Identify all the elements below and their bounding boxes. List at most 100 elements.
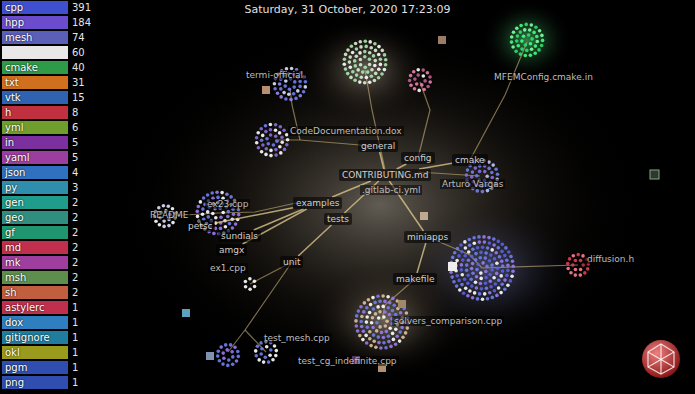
file-dot xyxy=(261,134,265,138)
file-dot xyxy=(384,346,388,350)
file-dot xyxy=(500,250,504,254)
file-dot xyxy=(385,330,389,334)
file-dot xyxy=(483,292,487,296)
file-dot xyxy=(225,348,229,352)
file-dot xyxy=(506,284,510,288)
directory-node: CONTRIBUTING.md xyxy=(339,169,431,181)
file-dot xyxy=(219,216,223,220)
legend-swatch: vtk xyxy=(2,91,68,104)
file-dot xyxy=(278,145,282,149)
directory-name: amgx xyxy=(219,245,244,255)
directory-node: miniapps xyxy=(404,231,451,243)
file-count: 6 xyxy=(72,121,78,134)
file-dot xyxy=(533,52,537,56)
file-dot xyxy=(486,189,490,193)
file-dot xyxy=(257,146,261,150)
legend-swatch: in xyxy=(2,136,68,149)
file-dot xyxy=(541,39,545,43)
directory-node: petsc xyxy=(185,220,215,232)
file-dot xyxy=(224,343,228,347)
file-dot xyxy=(367,298,371,302)
file-dot xyxy=(356,329,360,333)
file-label: test_mesh.cpp xyxy=(262,333,332,343)
file-dot xyxy=(259,352,263,356)
file-dot xyxy=(279,125,283,129)
file-dot xyxy=(232,213,236,217)
file-dot xyxy=(374,49,378,53)
file-dot xyxy=(492,237,496,241)
file-dot xyxy=(574,268,578,272)
legend-text: yaml xyxy=(2,151,68,164)
file-dot xyxy=(492,276,496,280)
file-dot xyxy=(386,295,390,299)
legend-text: h xyxy=(2,106,68,119)
file-dot xyxy=(484,256,488,260)
file-dot xyxy=(520,39,524,43)
branch-connector xyxy=(254,209,304,230)
file-dot xyxy=(365,315,369,319)
file-dot xyxy=(285,143,289,147)
file-dot xyxy=(385,319,389,323)
file-dot xyxy=(379,58,383,62)
file-dot xyxy=(496,173,500,177)
file-dot xyxy=(490,171,494,175)
file-dot xyxy=(569,271,573,275)
file-dot xyxy=(492,243,496,247)
file-dot xyxy=(264,355,268,359)
file-dot xyxy=(384,63,388,67)
file-dot xyxy=(304,85,308,89)
file-dot xyxy=(363,81,367,85)
file-dot xyxy=(355,47,359,51)
file-dot xyxy=(408,79,412,83)
file-dot xyxy=(227,358,231,362)
file-dot xyxy=(472,236,476,240)
file-dot xyxy=(465,173,469,177)
file-dot xyxy=(534,25,538,29)
file-dot xyxy=(420,83,424,87)
file-dot xyxy=(259,127,263,131)
file-dot xyxy=(265,345,269,349)
file-dot xyxy=(284,97,288,101)
file-dot xyxy=(465,263,469,267)
file-dot xyxy=(229,343,233,347)
file-dot xyxy=(219,345,223,349)
file-dot xyxy=(217,349,221,353)
branch xyxy=(382,279,415,320)
file-dot xyxy=(511,270,515,274)
legend-text: hpp xyxy=(2,16,68,29)
file-dot xyxy=(579,273,583,277)
file-dot xyxy=(375,321,379,325)
file-dot xyxy=(475,268,479,272)
file-dot xyxy=(415,82,419,86)
file-count: 391 xyxy=(72,1,91,14)
legend-text: py xyxy=(2,181,68,194)
file-dot xyxy=(374,312,378,316)
file-dot xyxy=(480,287,484,291)
directory-node: amgx xyxy=(216,244,247,256)
legend-text: txt xyxy=(2,76,68,89)
file-dot xyxy=(528,28,532,32)
file-dot xyxy=(201,213,205,217)
file-dot xyxy=(346,48,350,52)
file-dot xyxy=(470,284,474,288)
file-dot xyxy=(363,65,367,69)
file-dot xyxy=(413,77,417,81)
legend-swatch: cpp xyxy=(2,1,68,14)
legend-swatch: md xyxy=(2,241,68,254)
legend-swatch: gitignore xyxy=(2,331,68,344)
file-dot xyxy=(373,301,377,305)
file-count: 2 xyxy=(72,241,78,254)
file-dot xyxy=(197,205,201,209)
file-dot xyxy=(452,280,456,284)
file-dot xyxy=(355,54,359,58)
file-dot xyxy=(283,148,287,152)
file-dot xyxy=(371,296,375,300)
user-avatars xyxy=(182,36,659,372)
file-dot xyxy=(417,89,421,93)
file-count: 184 xyxy=(72,16,91,29)
file-dot xyxy=(221,211,225,215)
file-dot xyxy=(230,350,234,354)
file-dot xyxy=(455,284,459,288)
file-dot xyxy=(282,128,286,132)
file-dot xyxy=(222,356,226,360)
